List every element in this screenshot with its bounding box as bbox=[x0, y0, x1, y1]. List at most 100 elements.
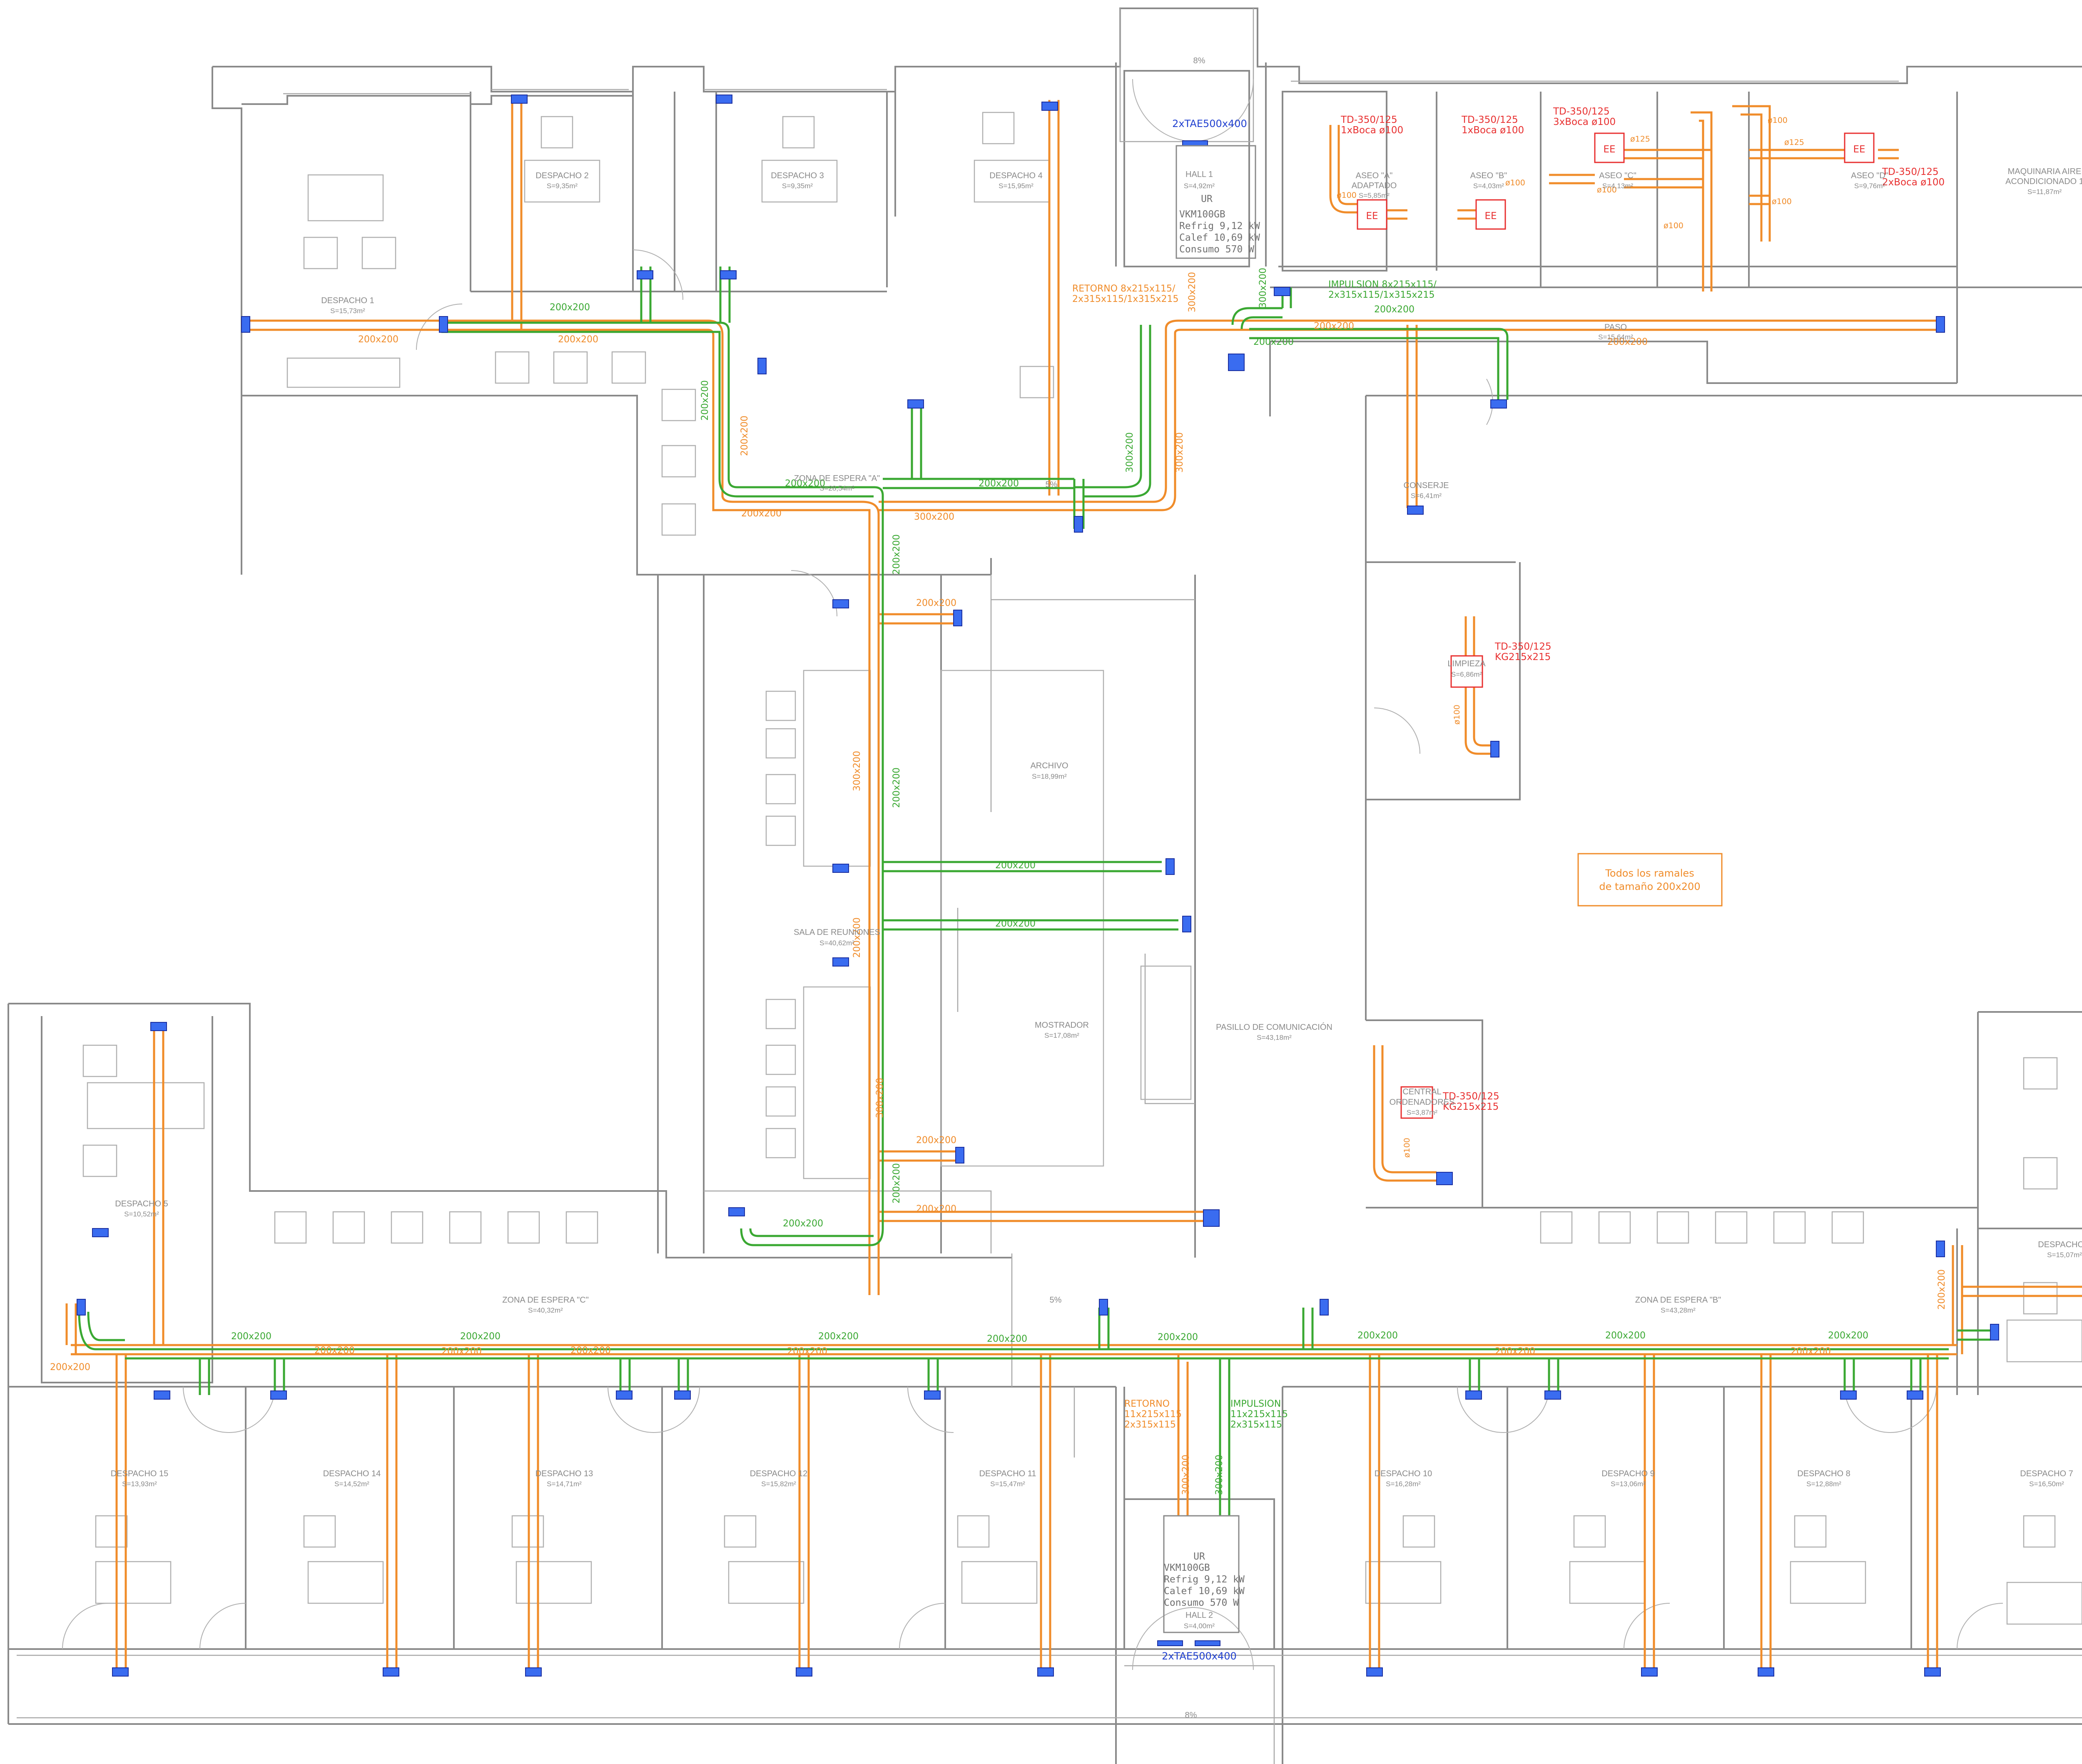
room-area: S=9,35m² bbox=[547, 182, 578, 190]
extractor-unit bbox=[1594, 132, 1625, 163]
extraction-label: TD-350/125 bbox=[1553, 106, 1610, 117]
duct-size: 200x200 bbox=[785, 478, 825, 489]
furniture bbox=[82, 112, 2082, 1625]
ur-name: UR bbox=[1193, 1551, 1205, 1562]
tae-grille-bottom bbox=[1157, 1640, 1183, 1646]
room-name: ARCHIVO bbox=[1030, 761, 1068, 770]
grille bbox=[1990, 1324, 1999, 1340]
extraction-labels: TD-350/125 1xBoca ø100 TD-350/125 1xBoca… bbox=[1337, 106, 1945, 1158]
note-line: Todos los ramales bbox=[1605, 867, 1694, 879]
duct-size: 200x200 bbox=[1791, 1346, 1831, 1357]
extraction-ducts bbox=[1329, 105, 1899, 1182]
room-name: ASEO "C" bbox=[1599, 171, 1636, 180]
duct-size: 200x200 bbox=[1937, 1269, 1947, 1310]
room-name: DESPACHO 13 bbox=[535, 1469, 593, 1478]
room-name: ZONA DE ESPERA "B" bbox=[1635, 1296, 1721, 1305]
duct-size: 200x200 bbox=[1314, 321, 1354, 331]
slope-label: 5% bbox=[1050, 1296, 1062, 1305]
duct-size: 300x200 bbox=[914, 512, 954, 522]
room-name: DESPACHO 7 bbox=[2020, 1469, 2073, 1478]
duct-size: 200x200 bbox=[1605, 1330, 1646, 1341]
duct-size: 200x200 bbox=[995, 860, 1036, 871]
grille bbox=[1407, 506, 1424, 515]
slope-label: 5% bbox=[1046, 480, 1058, 489]
room-area: S=40,32m² bbox=[528, 1306, 563, 1314]
grille bbox=[383, 1667, 399, 1677]
duct-size: 200x200 bbox=[979, 478, 1019, 489]
ur-refrig: Refrig 9,12 kW bbox=[1179, 221, 1260, 232]
room-area: S=4,92m² bbox=[1184, 182, 1215, 190]
diameter-label: ø100 bbox=[1597, 185, 1617, 194]
grille bbox=[1166, 858, 1175, 875]
diameter-label: ø100 bbox=[1452, 705, 1462, 725]
extraction-label: 3xBoca ø100 bbox=[1553, 117, 1616, 127]
duct-size: 200x200 bbox=[1158, 1332, 1198, 1343]
doors bbox=[62, 79, 2003, 1670]
duct-size: 200x200 bbox=[1495, 1346, 1535, 1357]
extraction-label: TD-350/125 bbox=[1340, 115, 1397, 125]
grille bbox=[92, 1228, 109, 1237]
room-area: S=15,95m² bbox=[999, 182, 1034, 190]
room-name: DESPACHO 3 bbox=[771, 171, 824, 180]
grille bbox=[1936, 316, 1945, 333]
duct-size: 200x200 bbox=[818, 1331, 859, 1342]
slope-label: 8% bbox=[1185, 1711, 1197, 1720]
duct-size: 200x200 bbox=[50, 1362, 90, 1373]
duct-size: 300x200 bbox=[1258, 268, 1268, 308]
extraction-label: TD-350/125 bbox=[1461, 115, 1518, 125]
room-name: PASILLO DE COMUNICACIÓN bbox=[1216, 1022, 1332, 1032]
slope-label: 8% bbox=[1193, 56, 1205, 65]
room-name: ASEO "B" bbox=[1470, 171, 1507, 180]
grille bbox=[439, 316, 448, 333]
duct-size: 200x200 bbox=[700, 380, 710, 421]
grille bbox=[525, 1667, 542, 1677]
duct-size: 200x200 bbox=[740, 416, 750, 456]
room-name: ADAPTADO bbox=[1352, 181, 1397, 190]
duct-size: 200x200 bbox=[558, 334, 598, 345]
extraction-label: TD-350/125 bbox=[1494, 641, 1552, 652]
extraction-label: 2xBoca ø100 bbox=[1882, 177, 1945, 188]
extractor-label: EE bbox=[1603, 144, 1615, 155]
room-area: S=5,85m² bbox=[1359, 192, 1390, 199]
duct-size: 200x200 bbox=[1374, 304, 1415, 315]
grille bbox=[616, 1390, 633, 1400]
impulsion-top-label: 2x315x115/1x315x215 bbox=[1328, 290, 1434, 300]
duct-size: 200x200 bbox=[916, 598, 956, 608]
room-name: SALA DE REUNIONES bbox=[794, 928, 880, 937]
grille bbox=[637, 270, 653, 279]
impulsion-top-label: IMPULSION 8x215x115/ bbox=[1328, 279, 1437, 290]
room-area: S=15,64m² bbox=[1598, 333, 1633, 341]
room-area: S=4,00m² bbox=[1184, 1622, 1215, 1630]
ur-refrig: Refrig 9,12 kW bbox=[1164, 1574, 1245, 1585]
room-name: DESPACHO 1 bbox=[321, 296, 374, 305]
duct-size: 300x200 bbox=[1187, 272, 1198, 312]
room-area: S=14,71m² bbox=[547, 1480, 582, 1488]
duct-size: 200x200 bbox=[916, 1204, 956, 1214]
room-name: DESPACHO 14 bbox=[323, 1469, 381, 1478]
room-area: S=43,28m² bbox=[1661, 1306, 1696, 1314]
grille bbox=[511, 95, 528, 104]
extractor-unit bbox=[1400, 1086, 1433, 1119]
room-area: S=40,62m² bbox=[819, 939, 854, 947]
retorno-bottom-label: RETORNO bbox=[1124, 1399, 1170, 1409]
grille bbox=[1936, 1241, 1945, 1257]
grille bbox=[1099, 1299, 1108, 1316]
room-name: DESPACHO 5 bbox=[115, 1199, 168, 1208]
diameter-label: ø100 bbox=[1664, 221, 1684, 230]
room-name: ZONA DE ESPERA "A" bbox=[794, 474, 880, 483]
grille bbox=[1840, 1390, 1857, 1400]
extractor-unit bbox=[1844, 132, 1875, 163]
room-area: S=12,88m² bbox=[1806, 1480, 1841, 1488]
diameter-label: ø100 bbox=[1505, 178, 1525, 187]
room-name: CENTRAL bbox=[1402, 1087, 1441, 1096]
duct-size: 200x200 bbox=[995, 919, 1036, 929]
extraction-label: 1xBoca ø100 bbox=[1462, 125, 1524, 136]
grille bbox=[241, 316, 250, 333]
extractor-unit bbox=[1357, 199, 1387, 230]
tae-label-bottom: 2xTAE500x400 bbox=[1162, 1650, 1237, 1662]
grille bbox=[1465, 1390, 1482, 1400]
room-name: DESPACHO 10 bbox=[1375, 1469, 1432, 1478]
room-area: S=15,47m² bbox=[990, 1480, 1025, 1488]
room-name: ORDENADORES bbox=[1390, 1098, 1455, 1107]
